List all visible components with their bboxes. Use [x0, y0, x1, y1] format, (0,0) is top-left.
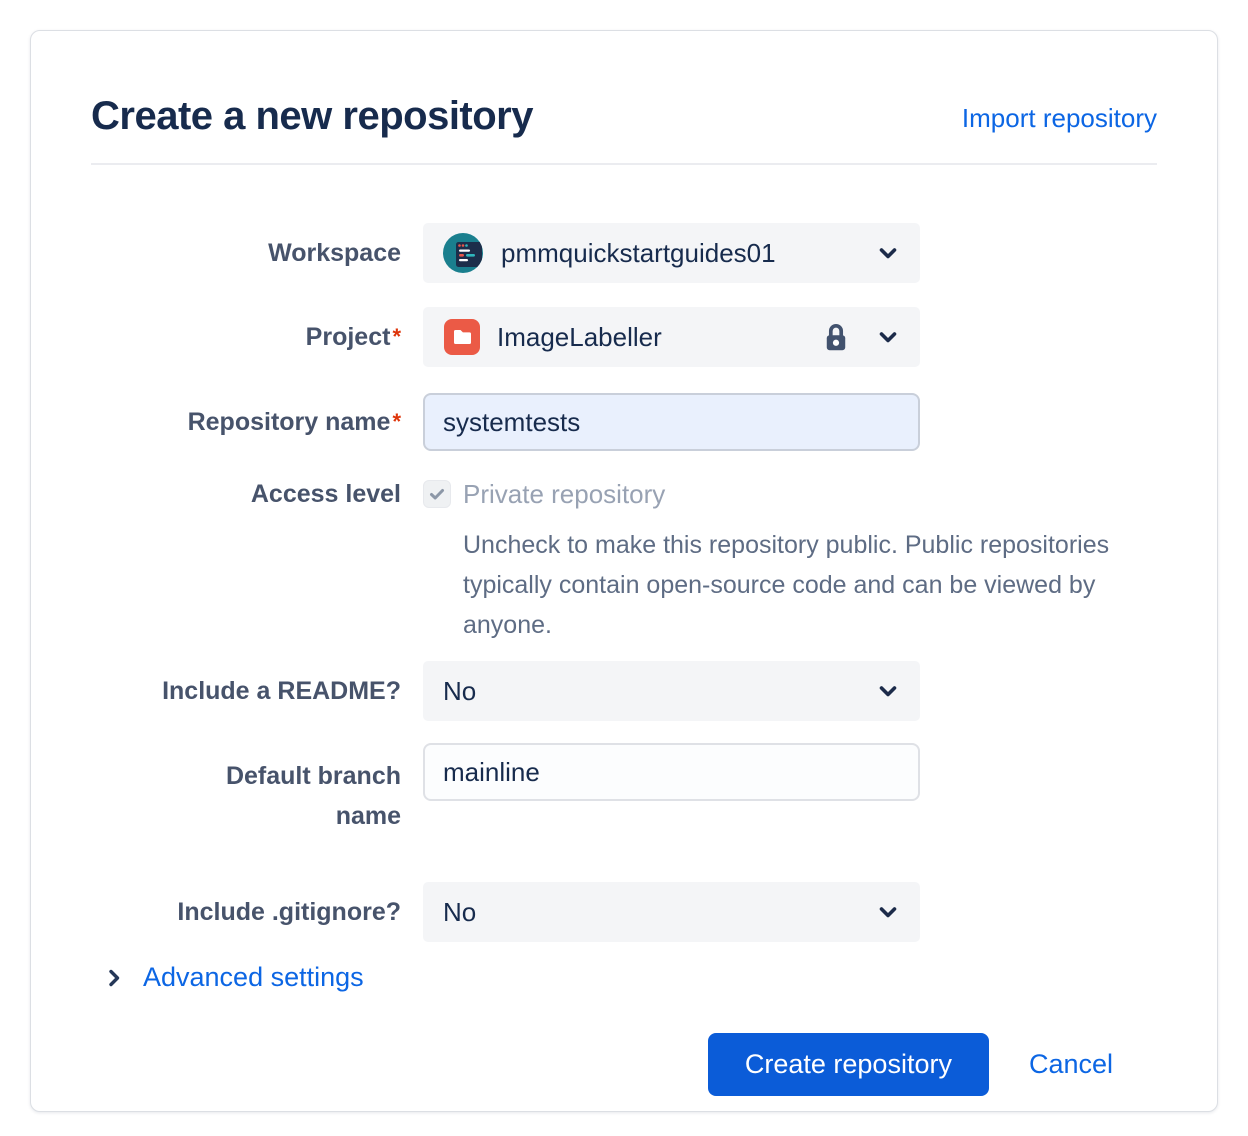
chevron-down-icon [876, 325, 900, 349]
default-branch-input[interactable] [423, 743, 920, 801]
chevron-down-icon [876, 241, 900, 265]
cancel-button[interactable]: Cancel [1028, 1049, 1113, 1079]
workspace-avatar-icon [443, 233, 483, 273]
default-branch-label: Default branch name [225, 762, 401, 830]
create-repository-button[interactable]: Create repository [707, 1033, 989, 1096]
chevron-right-icon [103, 967, 125, 989]
create-repository-form: Workspace [91, 223, 1157, 1096]
lock-icon [822, 322, 850, 352]
include-gitignore-row: Include .gitignore? No [91, 882, 1157, 942]
project-label: Project* [305, 323, 401, 351]
advanced-settings-toggle[interactable]: Advanced settings [103, 962, 1157, 993]
project-folder-icon [443, 318, 481, 356]
include-gitignore-value: No [443, 896, 477, 927]
page-title: Create a new repository [91, 94, 534, 138]
workspace-select[interactable]: pmmquickstartguides01 [423, 223, 920, 283]
access-level-label: Access level [250, 480, 401, 508]
required-asterisk: * [392, 324, 401, 349]
import-repository-link[interactable]: Import repository [961, 103, 1157, 133]
repository-name-input[interactable] [423, 393, 920, 451]
project-select[interactable]: ImageLabeller [423, 307, 920, 367]
checkmark-icon [428, 485, 446, 503]
include-gitignore-select[interactable]: No [423, 882, 920, 942]
project-row: Project* ImageLabeller [91, 307, 1157, 367]
required-asterisk: * [392, 409, 401, 434]
header-divider [91, 163, 1157, 165]
default-branch-row: Default branch name [91, 743, 1157, 836]
chevron-down-icon [876, 900, 900, 924]
access-level-help-text: Uncheck to make this repository public. … [463, 531, 1110, 639]
chevron-down-icon [876, 679, 900, 703]
repository-name-label: Repository name* [187, 408, 401, 436]
access-level-row: Access level Private repository Uncheck … [91, 479, 1157, 645]
private-repository-checkbox[interactable] [423, 480, 451, 508]
dialog-footer: Create repository Cancel [91, 1033, 1113, 1096]
dialog-header: Create a new repository Import repositor… [91, 93, 1157, 139]
include-readme-row: Include a README? No [91, 661, 1157, 721]
include-readme-value: No [443, 675, 477, 706]
workspace-value: pmmquickstartguides01 [501, 237, 776, 268]
private-repository-label: Private repository [463, 478, 666, 509]
workspace-row: Workspace [91, 223, 1157, 283]
include-readme-select[interactable]: No [423, 661, 920, 721]
include-readme-label: Include a README? [162, 677, 401, 705]
create-repository-dialog: Create a new repository Import repositor… [30, 30, 1218, 1112]
workspace-label: Workspace [268, 239, 401, 267]
project-value: ImageLabeller [497, 321, 662, 352]
repository-name-row: Repository name* [91, 393, 1157, 451]
include-gitignore-label: Include .gitignore? [177, 898, 401, 926]
advanced-settings-label: Advanced settings [143, 962, 364, 992]
